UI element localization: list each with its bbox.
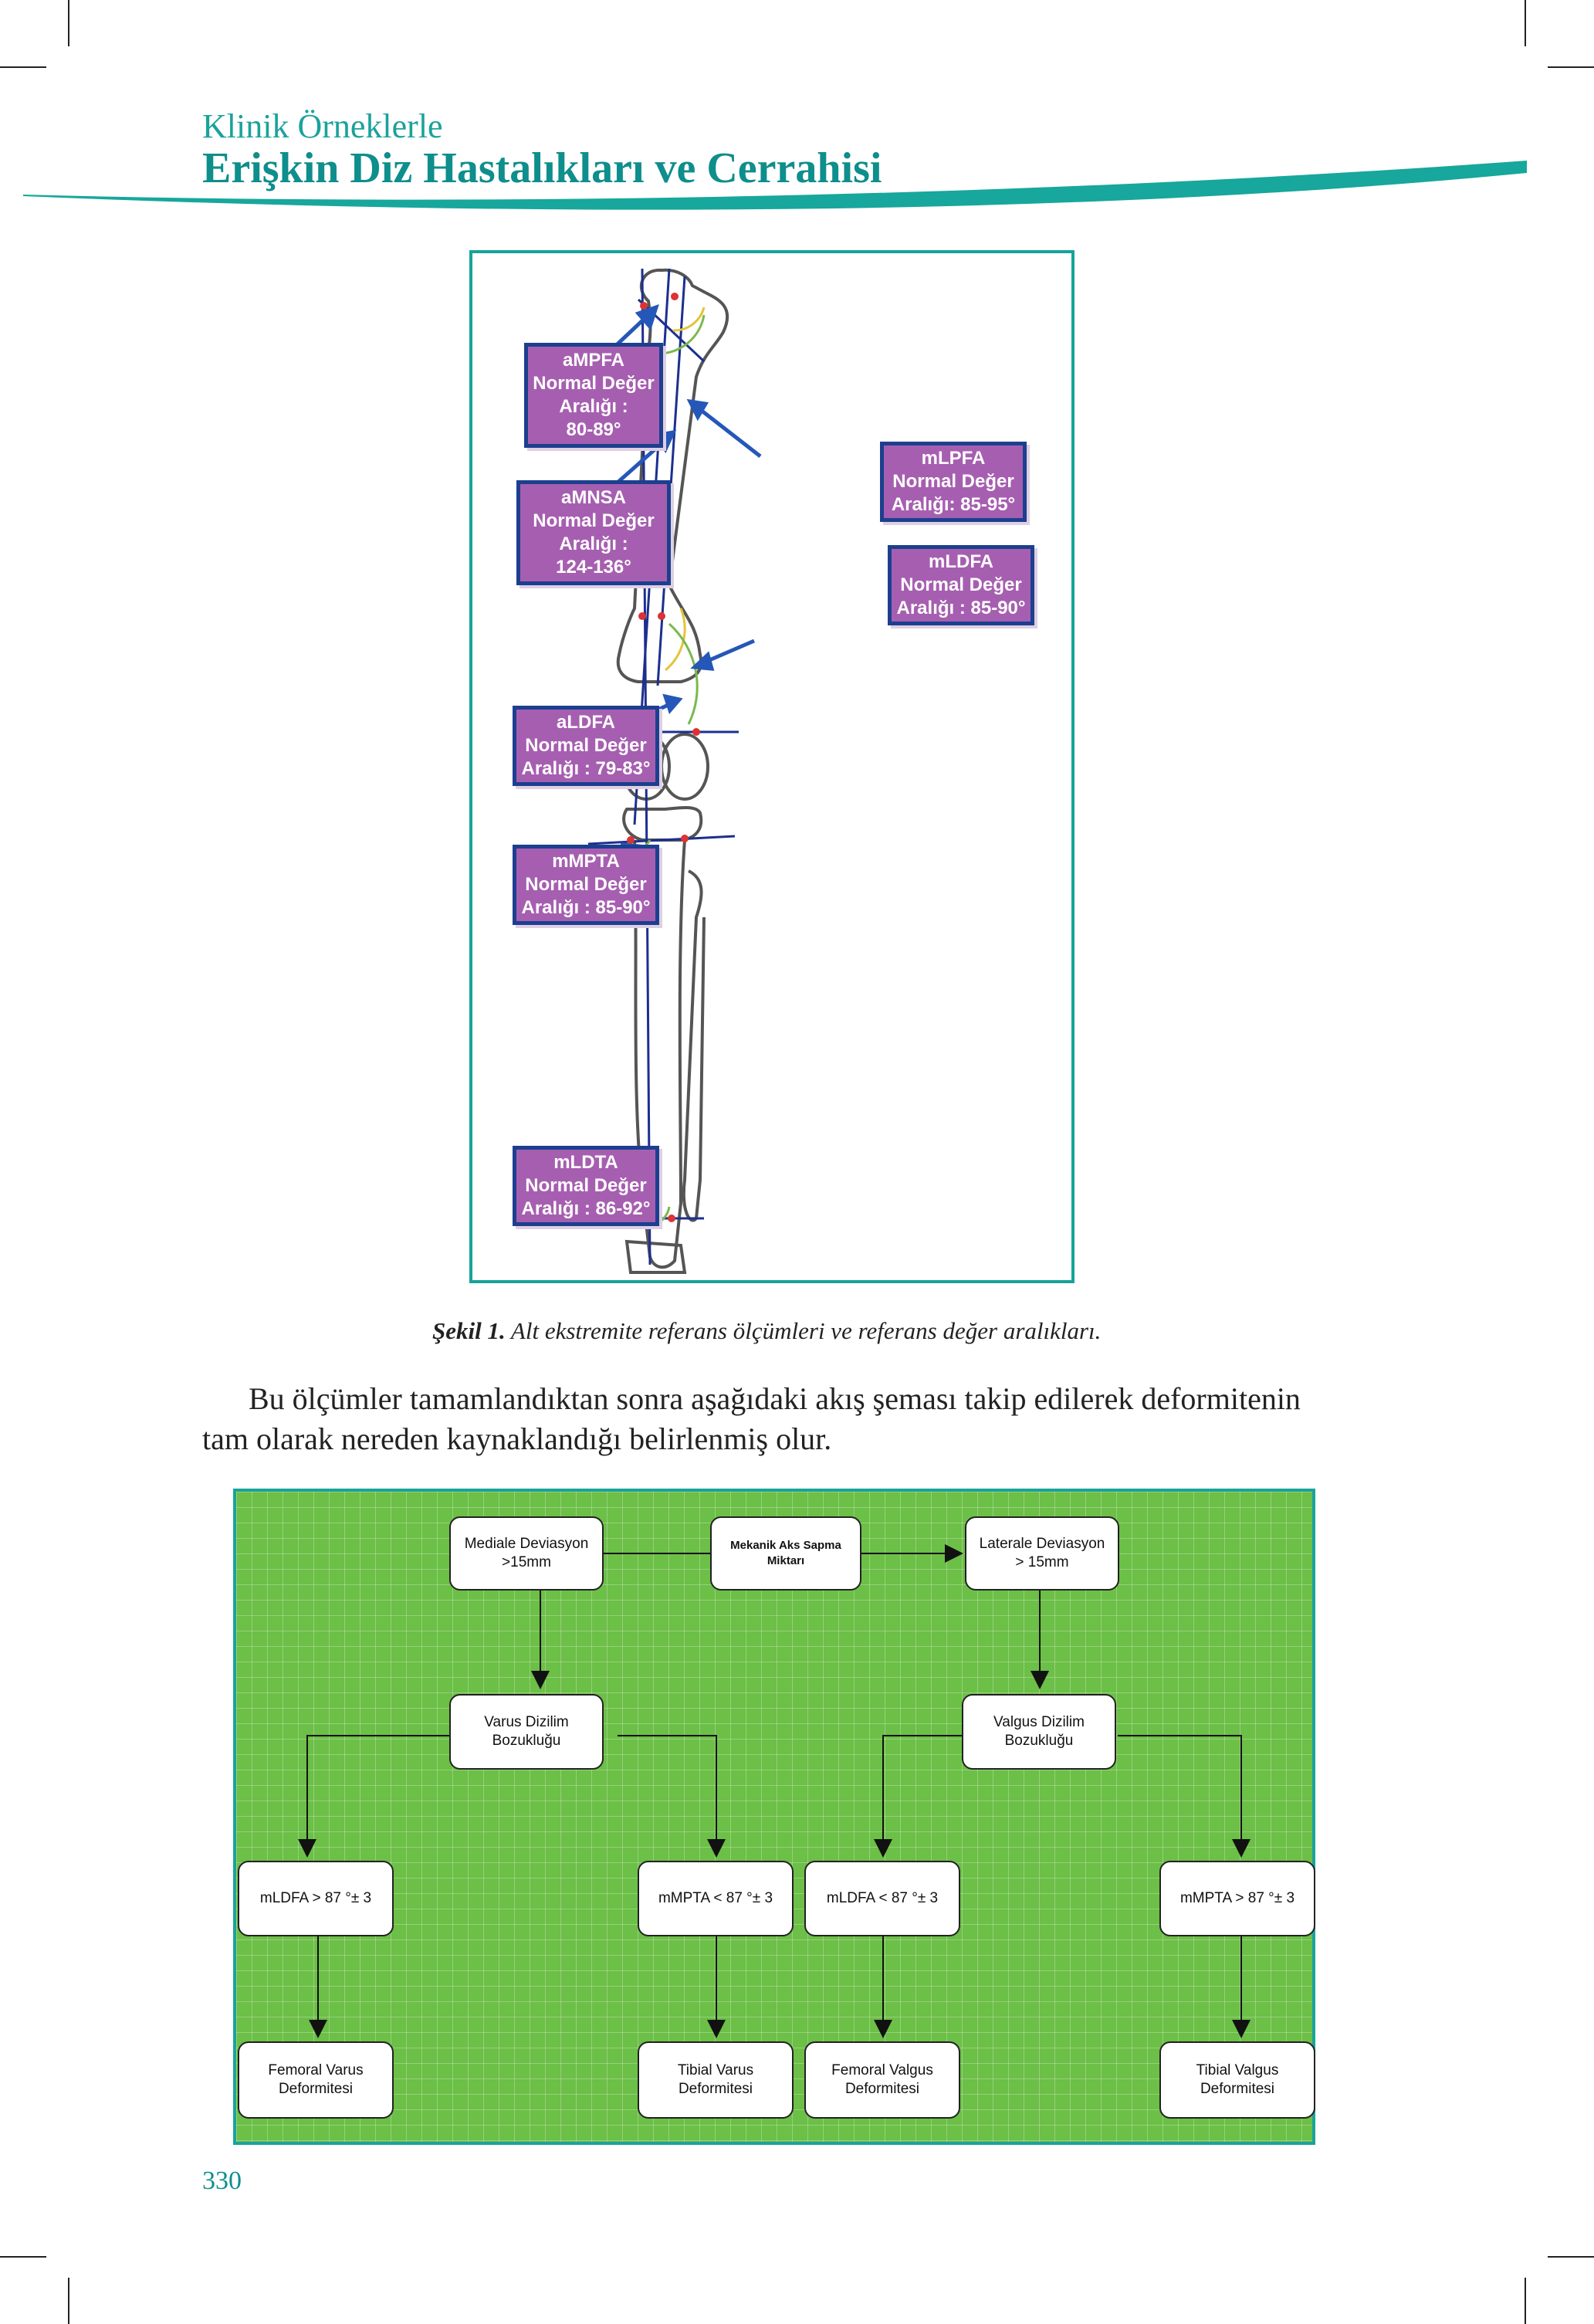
label-amnsa-line2: Aralığı : bbox=[559, 534, 628, 554]
caption-label: Şekil 1. bbox=[432, 1317, 506, 1344]
caption-text: Alt ekstremite referans ölçümleri ve ref… bbox=[505, 1317, 1102, 1344]
label-mldfa: mLDFA Normal Değer Aralığı : 85-90° bbox=[888, 545, 1034, 625]
crop-mark bbox=[68, 2278, 69, 2324]
label-amnsa: aMNSA Normal Değer Aralığı : 124-136° bbox=[516, 480, 671, 585]
paragraph-line1: Bu ölçümler tamamlandıktan sonra aşağıda… bbox=[249, 1381, 1301, 1416]
label-mldta-line2: Aralığı : 86-92° bbox=[521, 1198, 651, 1219]
crop-mark bbox=[1548, 2256, 1594, 2258]
label-mmpta-name: mMPTA bbox=[552, 851, 620, 872]
label-aldfa-line2: Aralığı : 79-83° bbox=[521, 758, 651, 779]
node-femoral-valgus-line2: Deformitesi bbox=[844, 2081, 920, 2097]
node-medial-deviation: Mediale Deviasyon >15mm bbox=[449, 1516, 604, 1591]
node-tibial-valgus: Tibial Valgus Deformitesi bbox=[1159, 2041, 1315, 2119]
label-mmpta-line2: Aralığı : 85-90° bbox=[521, 897, 651, 918]
label-mlpfa: mLPFA Normal Değer Aralığı: 85-95° bbox=[880, 442, 1027, 522]
node-femoral-varus: Femoral Varus Deformitesi bbox=[238, 2041, 394, 2119]
paragraph-line2: tam olarak nereden kaynaklandığı belirle… bbox=[202, 1421, 832, 1456]
figure-frame: aMPFA Normal Değer Aralığı : 80-89° aMNS… bbox=[469, 250, 1075, 1283]
label-mmpta: mMPTA Normal Değer Aralığı : 85-90° bbox=[513, 845, 659, 925]
node-criterion-mmpta-high: mMPTA > 87 °± 3 bbox=[1159, 1861, 1315, 1936]
label-mldta-name: mLDTA bbox=[553, 1152, 618, 1173]
label-ampfa-name: aMPFA bbox=[562, 350, 624, 371]
label-mldta-line1: Normal Değer bbox=[525, 1175, 647, 1196]
crop-mark bbox=[1525, 0, 1526, 46]
label-mlpfa-line1: Normal Değer bbox=[892, 471, 1014, 492]
crop-mark bbox=[1525, 2278, 1526, 2324]
node-femoral-valgus-line1: Femoral Valgus bbox=[831, 2062, 933, 2078]
figure-caption: Şekil 1. Alt ekstremite referans ölçümle… bbox=[432, 1317, 1101, 1345]
flowchart-connectors bbox=[298, 1544, 1250, 2038]
label-ampfa-line1: Normal Değer bbox=[533, 373, 655, 394]
crop-mark bbox=[1548, 66, 1594, 68]
node-axis-deviation-line1: Mekanik Aks Sapma bbox=[730, 1539, 841, 1552]
node-medial-deviation-line1: Mediale Deviasyon bbox=[464, 1536, 589, 1552]
node-criterion-mldfa-low: mLDFA < 87 °± 3 bbox=[804, 1861, 960, 1936]
node-lateral-deviation-line2: > 15mm bbox=[1015, 1554, 1069, 1570]
node-lateral-deviation: Laterale Deviasyon > 15mm bbox=[965, 1516, 1119, 1591]
label-ampfa-line2: Aralığı : bbox=[559, 396, 628, 417]
header-swoosh bbox=[23, 161, 1527, 210]
node-axis-deviation: Mekanik Aks Sapma Miktarı bbox=[710, 1516, 861, 1591]
node-femoral-varus-line1: Femoral Varus bbox=[268, 2062, 364, 2078]
node-tibial-varus-line1: Tibial Varus bbox=[677, 2062, 754, 2078]
body-paragraph: Bu ölçümler tamamlandıktan sonra aşağıda… bbox=[202, 1379, 1406, 1459]
book-title: Erişkin Diz Hastalıkları ve Cerrahisi bbox=[202, 144, 882, 192]
node-valgus-line2: Bozukluğu bbox=[1004, 1733, 1074, 1749]
flowchart: Mekanik Aks Sapma Miktarı Mediale Devias… bbox=[233, 1489, 1315, 2145]
label-ampfa: aMPFA Normal Değer Aralığı : 80-89° bbox=[524, 343, 663, 448]
label-aldfa-name: aLDFA bbox=[556, 712, 615, 733]
label-amnsa-name: aMNSA bbox=[560, 487, 626, 508]
node-femoral-varus-line2: Deformitesi bbox=[278, 2081, 354, 2097]
node-tibial-varus-line2: Deformitesi bbox=[678, 2081, 753, 2097]
label-mmpta-line1: Normal Değer bbox=[525, 874, 647, 895]
crop-mark bbox=[0, 66, 46, 68]
label-mlpfa-line2: Aralığı: 85-95° bbox=[891, 494, 1016, 515]
label-mldfa-line2: Aralığı : 85-90° bbox=[896, 598, 1026, 618]
node-tibial-varus: Tibial Varus Deformitesi bbox=[638, 2041, 794, 2119]
label-ampfa-range: 80-89° bbox=[566, 419, 621, 440]
label-mlpfa-name: mLPFA bbox=[921, 448, 986, 469]
node-criterion-mmpta-low: mMPTA < 87 °± 3 bbox=[638, 1861, 794, 1936]
node-varus-line1: Varus Dizilim bbox=[484, 1714, 569, 1730]
book-subtitle: Klinik Örneklerle bbox=[202, 107, 443, 145]
node-varus-line2: Bozukluğu bbox=[492, 1733, 561, 1749]
page-number: 330 bbox=[202, 2166, 242, 2195]
crop-mark bbox=[68, 0, 69, 46]
label-aldfa: aLDFA Normal Değer Aralığı : 79-83° bbox=[513, 706, 659, 786]
node-lateral-deviation-line1: Laterale Deviasyon bbox=[979, 1536, 1105, 1552]
label-mldfa-name: mLDFA bbox=[929, 551, 993, 572]
node-tibial-valgus-line1: Tibial Valgus bbox=[1196, 2062, 1279, 2078]
node-tibial-valgus-line2: Deformitesi bbox=[1200, 2081, 1275, 2097]
label-aldfa-line1: Normal Değer bbox=[525, 735, 647, 756]
node-varus: Varus Dizilim Bozukluğu bbox=[449, 1694, 604, 1770]
label-mldta: mLDTA Normal Değer Aralığı : 86-92° bbox=[513, 1146, 659, 1226]
node-axis-deviation-line2: Miktarı bbox=[767, 1554, 805, 1567]
label-mldfa-line1: Normal Değer bbox=[900, 574, 1022, 595]
node-valgus-line1: Valgus Dizilim bbox=[993, 1714, 1085, 1730]
node-medial-deviation-line2: >15mm bbox=[502, 1554, 551, 1570]
label-amnsa-range: 124-136° bbox=[556, 557, 631, 578]
label-amnsa-line1: Normal Değer bbox=[533, 510, 655, 531]
node-criterion-mldfa-high: mLDFA > 87 °± 3 bbox=[238, 1861, 394, 1936]
node-femoral-valgus: Femoral Valgus Deformitesi bbox=[804, 2041, 960, 2119]
node-valgus: Valgus Dizilim Bozukluğu bbox=[962, 1694, 1116, 1770]
crop-mark bbox=[0, 2256, 46, 2258]
